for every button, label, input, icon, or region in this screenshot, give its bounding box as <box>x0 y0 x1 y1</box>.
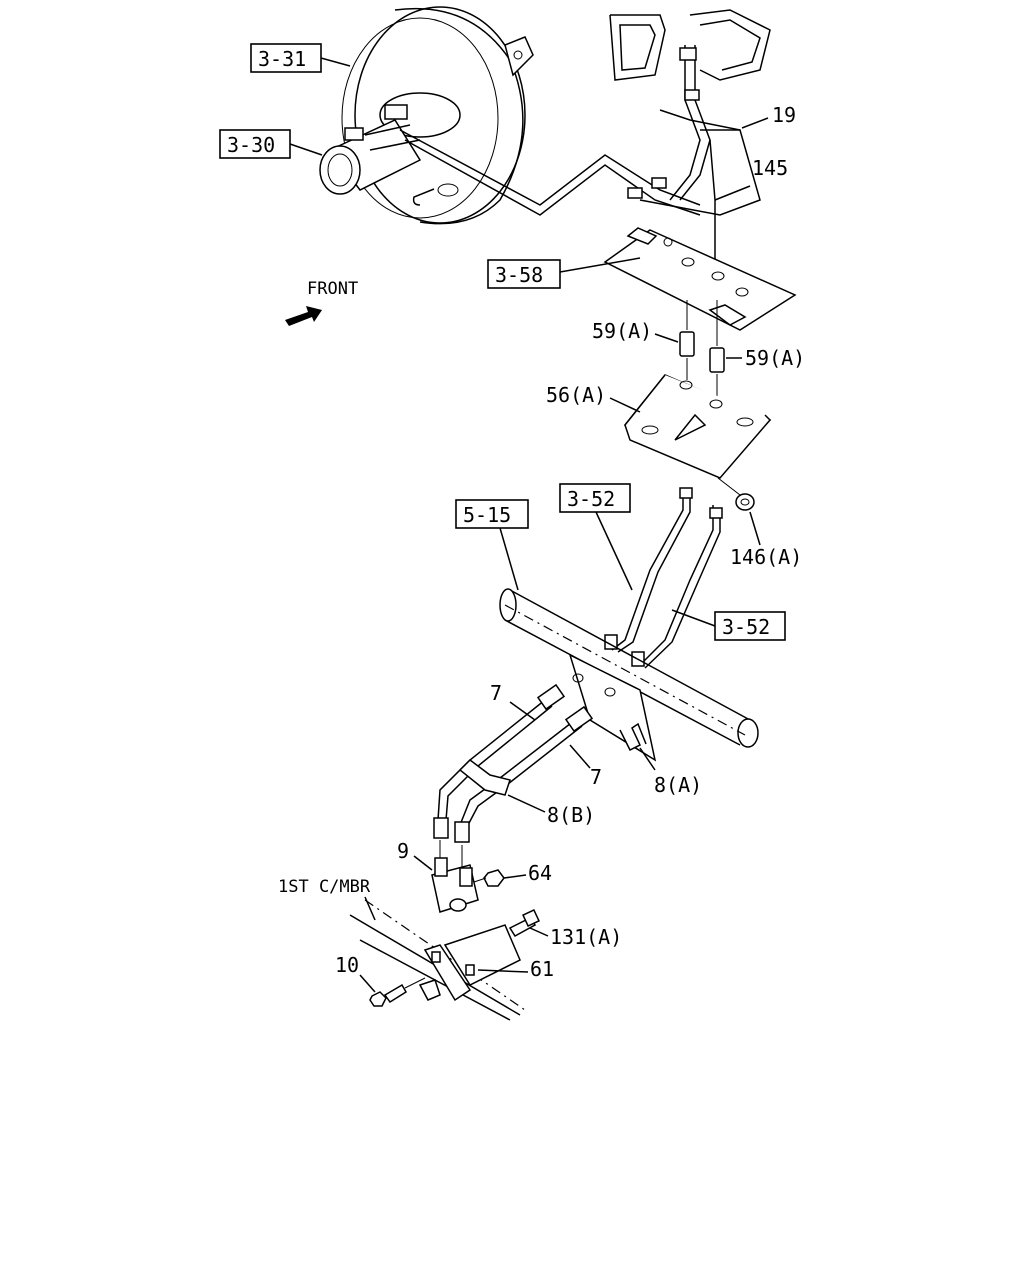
ref-3-52-lower-text: 3-52 <box>722 615 770 639</box>
label-7-upper: 7 <box>490 681 502 705</box>
master-cylinder <box>319 104 422 195</box>
spacer-59a-left <box>679 300 695 380</box>
front-indicator: FRONT <box>285 279 358 326</box>
label-146a: 146(A) <box>730 545 802 569</box>
bracket-3-58 <box>603 227 797 331</box>
label-131a: 131(A) <box>550 925 622 949</box>
bolt-10 <box>369 977 426 1007</box>
label-1st-crossmember: 1ST C/MBR <box>278 877 371 897</box>
washer-146a <box>717 477 755 511</box>
clip-8b <box>458 759 511 796</box>
brake-pipe-bundle <box>609 9 771 260</box>
label-10: 10 <box>335 953 359 977</box>
spacer-59a-right <box>709 300 725 398</box>
label-145: 145 <box>752 156 788 180</box>
front-text: FRONT <box>307 279 358 299</box>
label-19: 19 <box>772 103 796 127</box>
crossmember-5-15 <box>499 588 759 748</box>
pipes-3-52 <box>604 487 723 669</box>
ref-box-3-30: 3-30 <box>219 129 323 159</box>
bolt-131a <box>508 909 540 937</box>
ref-box-3-52-upper: 3-52 <box>559 483 633 591</box>
label-64: 64 <box>528 861 552 885</box>
label-7-lower: 7 <box>590 765 602 789</box>
three-way-joint-9 <box>431 840 479 913</box>
ref-box-3-31: 3-31 <box>250 43 351 73</box>
ref-5-15-text: 5-15 <box>463 503 511 527</box>
bracket-61 <box>418 924 521 1002</box>
label-59a-right: 59(A) <box>745 346 805 370</box>
label-8a: 8(A) <box>654 773 702 797</box>
nut-64 <box>473 869 505 887</box>
clip-8a <box>619 722 647 752</box>
hose-bracket <box>568 653 657 762</box>
ref-3-58-text: 3-58 <box>495 263 543 287</box>
ref-box-3-58: 3-58 <box>487 257 641 289</box>
label-9: 9 <box>397 839 409 863</box>
label-56a: 56(A) <box>546 383 606 407</box>
brake-booster <box>341 6 534 225</box>
label-61: 61 <box>530 957 554 981</box>
ref-3-30-text: 3-30 <box>227 133 275 157</box>
label-8b: 8(B) <box>547 803 595 827</box>
front-arrow-icon <box>285 306 322 326</box>
bracket-56a <box>623 374 772 479</box>
ref-box-3-52-lower: 3-52 <box>671 609 786 641</box>
ref-box-5-15: 5-15 <box>455 499 529 591</box>
ref-3-31-text: 3-31 <box>258 47 306 71</box>
label-59a-left: 59(A) <box>592 319 652 343</box>
ref-3-52-upper-text: 3-52 <box>567 487 615 511</box>
